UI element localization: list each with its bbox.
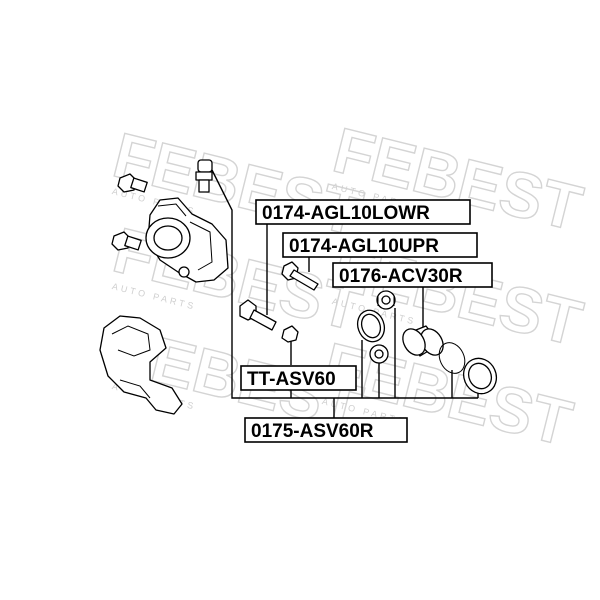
watermark-group: FEBEST AUTO PARTS FEBEST AUTO PARTS FEBE… — [106, 113, 590, 460]
leader-bleeder-top — [211, 169, 334, 399]
piston-seal — [356, 309, 386, 343]
label-piston-text: 0176-ACV30R — [339, 266, 463, 287]
caliper-bracket — [99, 315, 183, 415]
label-lower-pin-text: 0174-AGL10LOWR — [262, 203, 430, 224]
label-bleeder: TT-ASV60 — [240, 365, 357, 391]
pin-boot-upper — [376, 290, 396, 310]
dust-boot — [462, 357, 498, 395]
label-upper-pin: 0174-AGL10UPR — [282, 232, 478, 258]
bolt-upper-left — [117, 173, 148, 193]
caliper-body — [145, 197, 229, 283]
guide-pin-lower — [239, 299, 277, 331]
parts-group — [99, 159, 498, 415]
label-upper-pin-text: 0174-AGL10UPR — [289, 236, 439, 257]
pin-boot-lower — [369, 344, 389, 364]
label-bleeder-text: TT-ASV60 — [247, 369, 336, 390]
bleeder-cap — [281, 325, 299, 343]
label-lower-pin: 0174-AGL10LOWR — [255, 199, 471, 225]
label-piston: 0176-ACV30R — [332, 262, 493, 288]
guide-pin-upper — [281, 261, 319, 291]
piston — [402, 325, 444, 357]
leader-lines — [211, 169, 479, 418]
watermark-brand-2: FEBEST — [327, 114, 589, 245]
retaining-ring — [438, 342, 466, 374]
bleeder-screw — [195, 159, 213, 193]
bolt-lower-left — [111, 231, 142, 251]
label-repair-kit-text: 0175-ASV60R — [251, 421, 374, 442]
label-repair-kit: 0175-ASV60R — [244, 417, 408, 443]
